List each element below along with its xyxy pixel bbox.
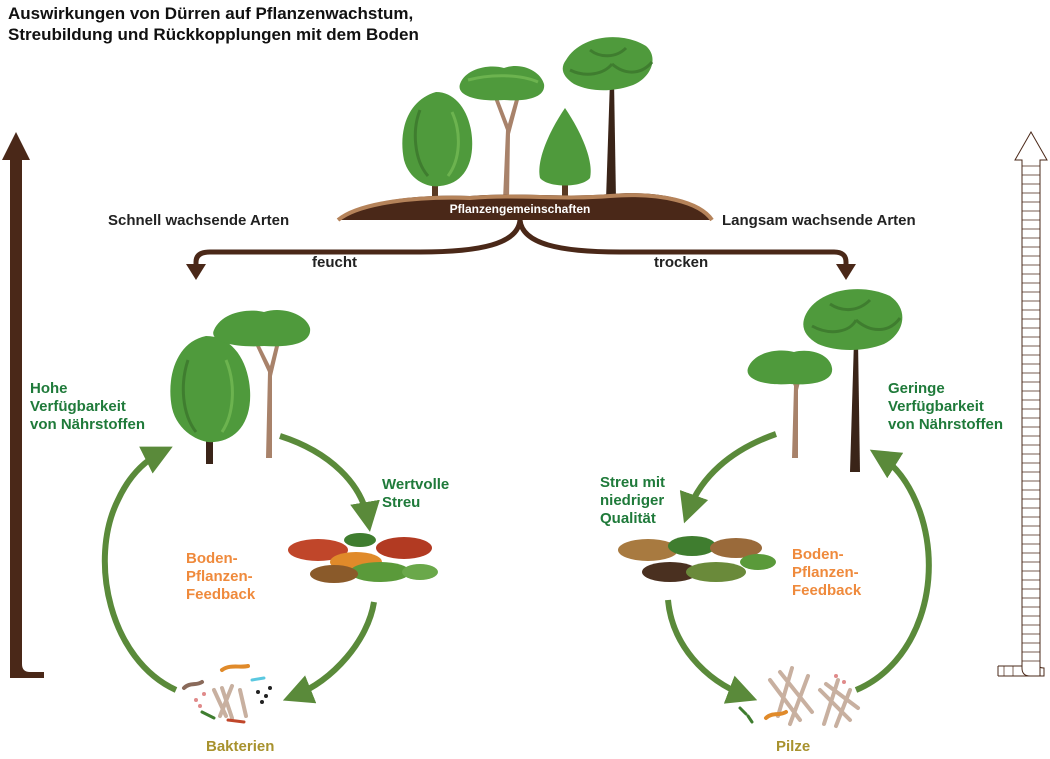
umbrella-pine-tree-icon [459,65,545,200]
deciduous-tree-icon [170,336,251,464]
fast-growing-label: Schnell wachsende Arten [108,212,290,229]
fungi-hyphae-icon [738,666,860,728]
umbrella-pine-tree-icon [213,309,311,458]
valuable-litter-label: Wertvolle Streu [382,476,449,512]
conifer-tree-icon [539,108,591,200]
umbrella-pine-tree-icon [747,350,833,458]
high-nutrient-line-1: Hohe [30,380,68,397]
left-feedback-label: Boden- Pflanzen- Feedback [186,550,255,604]
araucaria-tree-icon [562,37,654,200]
low-nutrient-line-3: von Nährstoffen [888,416,1004,433]
left-cycle-arrows [101,433,380,704]
valuable-litter-line-2: Streu [382,494,421,511]
low-quality-litter-line-2: niedriger [600,492,665,509]
fungi-label: Pilze [776,738,811,755]
low-quality-litter-label: Streu mit niedriger Qualität [600,474,665,528]
deciduous-tree-icon [402,92,473,198]
plant-community-label: Pflanzengemeinschaften [449,202,591,216]
plant-community-ground [336,193,714,222]
araucaria-tree-icon [803,289,903,472]
bacteria-icon [182,664,272,724]
left-feedback-line-3: Feedback [186,586,256,603]
high-nutrient-label: Hohe Verfügbarkeit von Nährstoffen [30,380,145,434]
low-quality-litter-line-3: Qualität [600,510,656,527]
title-line-2: Streubildung und Rückkopplungen mit dem … [8,24,419,44]
left-vertical-arrow [2,132,44,678]
wet-label: feucht [312,254,357,271]
low-quality-litter-line-1: Streu mit [600,474,666,491]
slow-growing-label: Langsam wachsende Arten [722,212,916,229]
left-feedback-line-2: Pflanzen- [186,568,253,585]
leaf-litter-icon [288,533,438,583]
bacteria-label: Bakterien [206,738,275,755]
high-nutrient-line-3: von Nährstoffen [30,416,146,433]
right-vertical-arrow [997,130,1048,677]
high-nutrient-line-2: Verfügbarkeit [30,398,126,415]
branch-arrows [186,219,856,280]
low-nutrient-label: Geringe Verfügbarkeit von Nährstoffen [888,380,1003,434]
right-cycle-arrows [665,431,932,704]
title-line-1: Auswirkungen von Dürren auf Pflanzenwach… [8,4,414,23]
low-nutrient-line-1: Geringe [888,380,945,397]
right-feedback-line-1: Boden- [792,546,844,563]
diagram-title: Auswirkungen von Dürren auf Pflanzenwach… [8,4,419,45]
leaf-litter-icon [618,536,776,582]
right-feedback-label: Boden- Pflanzen- Feedback [792,546,861,600]
right-feedback-line-3: Feedback [792,582,862,599]
right-feedback-line-2: Pflanzen- [792,564,859,581]
left-feedback-line-1: Boden- [186,550,238,567]
valuable-litter-line-1: Wertvolle [382,476,450,493]
dry-label: trocken [654,254,709,271]
low-nutrient-line-2: Verfügbarkeit [888,398,984,415]
